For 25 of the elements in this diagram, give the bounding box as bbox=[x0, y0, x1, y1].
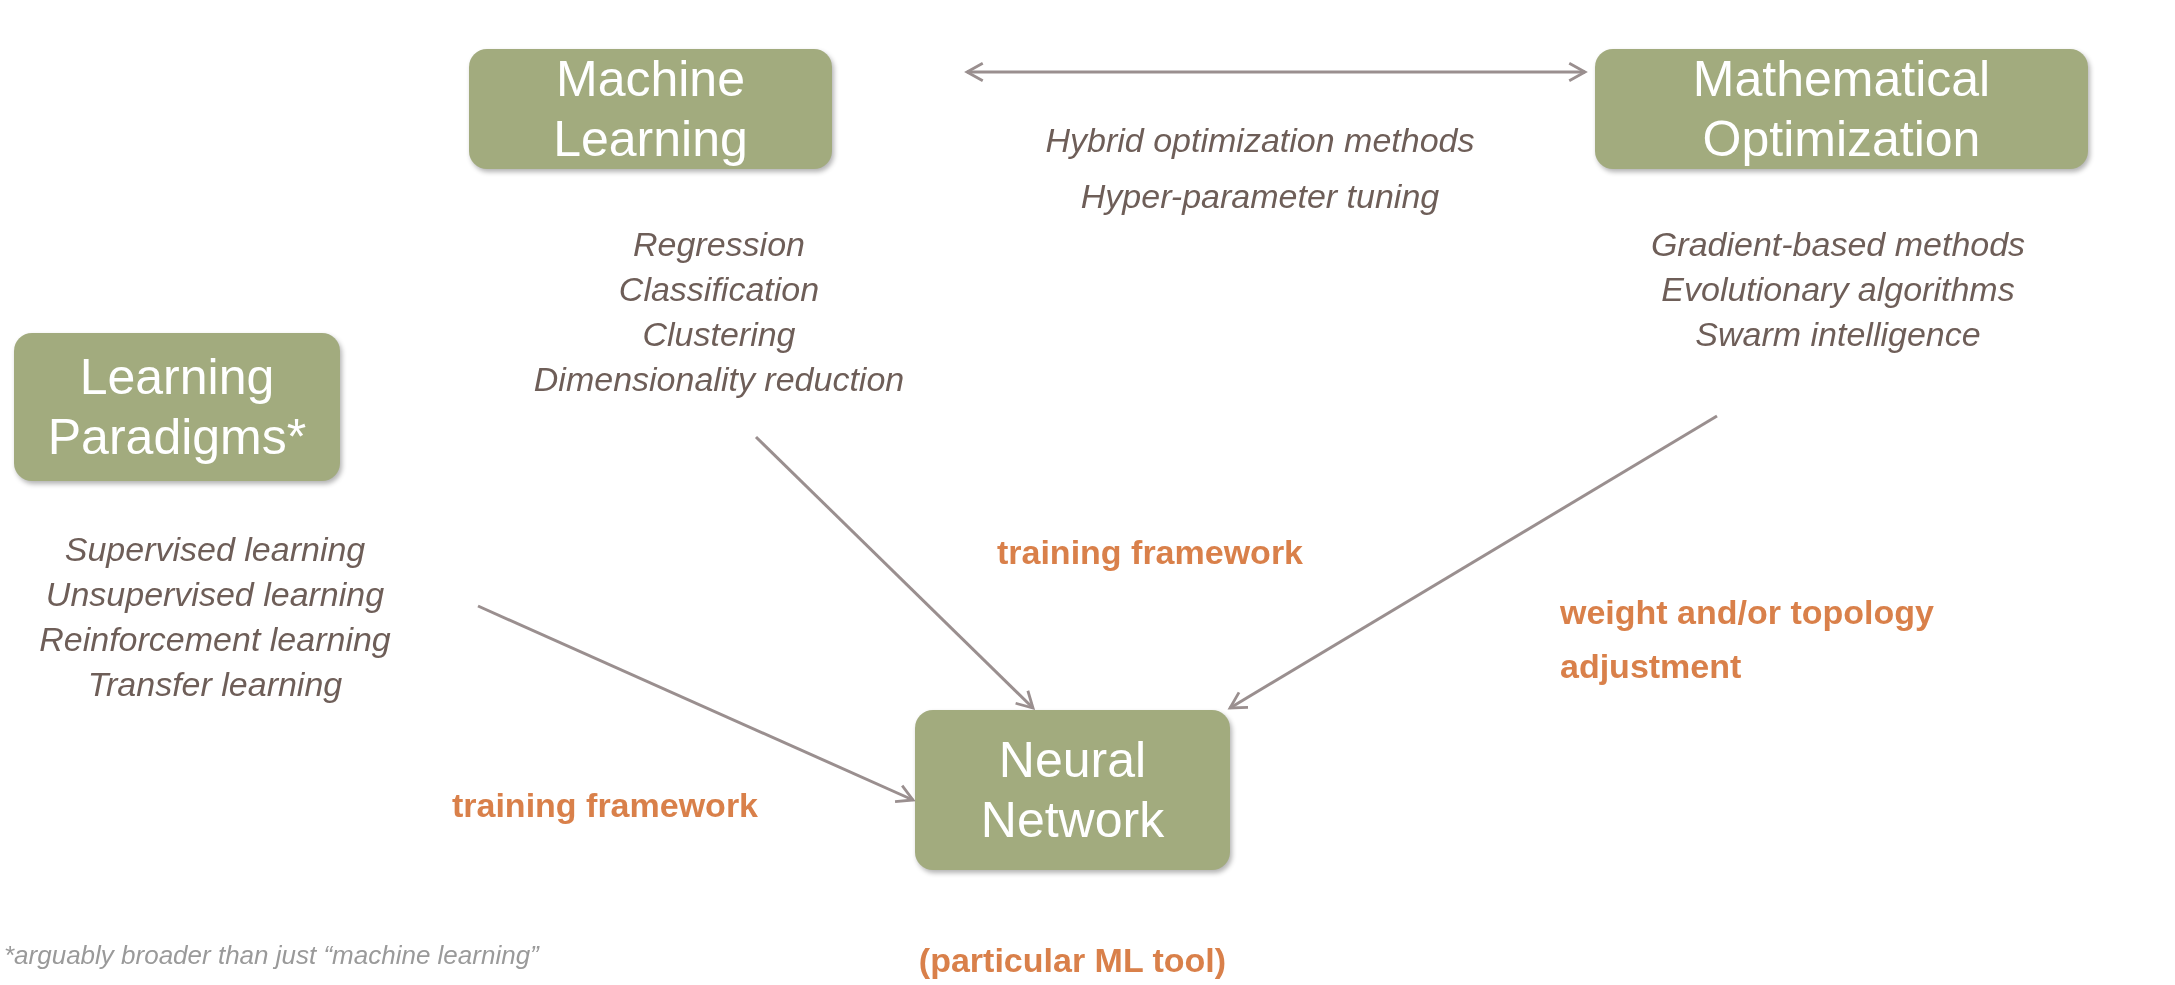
node-title: Neural Network bbox=[979, 731, 1166, 850]
list-item: Gradient-based methods bbox=[1649, 224, 2027, 265]
node-title: Machine Learning bbox=[552, 50, 749, 169]
list-item: Dimensionality reduction bbox=[532, 359, 906, 400]
node-title: Learning Paradigms* bbox=[46, 348, 308, 467]
list-item: Evolutionary algorithms bbox=[1660, 269, 2016, 310]
arrow bbox=[1228, 414, 1718, 710]
list-item: Supervised learning bbox=[63, 529, 367, 570]
edge-label: training framework bbox=[995, 532, 1305, 573]
arrow bbox=[477, 604, 915, 803]
arrow bbox=[754, 435, 1035, 710]
edge-label: training framework bbox=[450, 785, 760, 826]
list-item: Clustering bbox=[641, 314, 797, 355]
list-item: Classification bbox=[617, 269, 821, 310]
node-title: Mathematical Optimization bbox=[1691, 50, 1992, 169]
footnote: *arguably broader than just “machine learning” bbox=[4, 940, 539, 971]
list-item: Unsupervised learning bbox=[44, 574, 386, 615]
edge-label: Hybrid optimization methods Hyper-parameter tuning bbox=[1044, 120, 1476, 217]
node-note: (particular ML tool) bbox=[917, 940, 1228, 981]
list-item: Regression bbox=[632, 224, 806, 265]
edge-label: weight and/or topology adjustment bbox=[1560, 592, 1935, 687]
list-item: Reinforcement learning bbox=[38, 619, 392, 660]
arrow bbox=[965, 61, 1587, 83]
list-item: Swarm intelligence bbox=[1694, 314, 1982, 355]
list-item: Transfer learning bbox=[86, 664, 344, 705]
